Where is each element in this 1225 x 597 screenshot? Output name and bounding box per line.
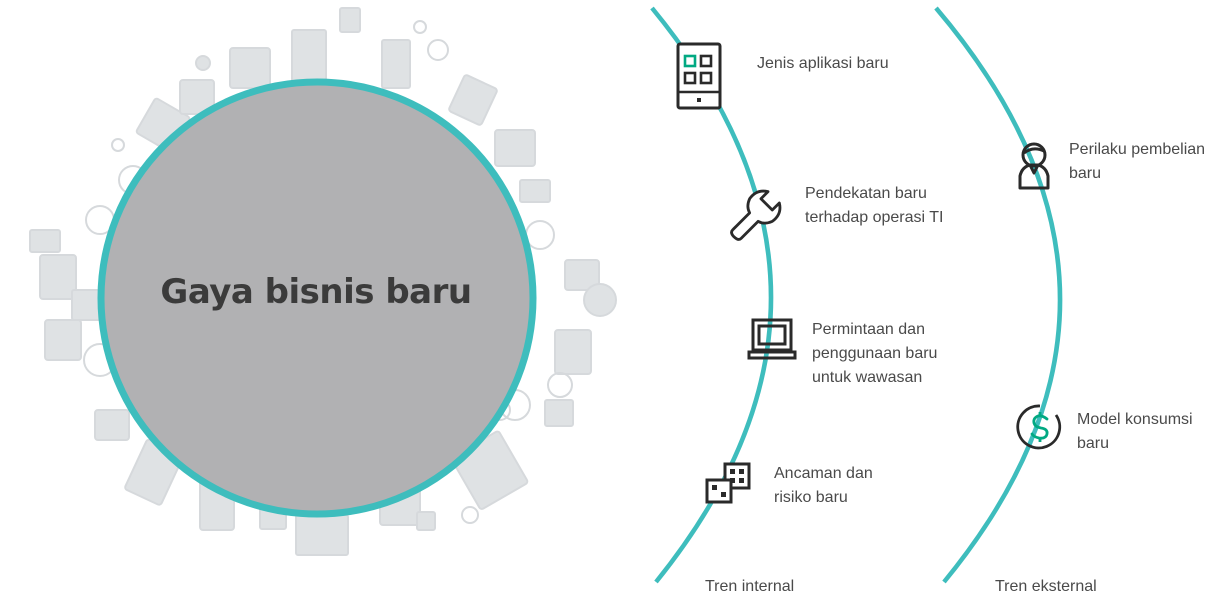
label-line: baru xyxy=(1077,435,1110,452)
label-line: baru xyxy=(1069,165,1102,182)
laptop-icon xyxy=(747,318,797,360)
label-new-it-ops-approach: Pendekatan baru terhadap operasi TI xyxy=(805,182,943,230)
label-line: terhadap operasi TI xyxy=(805,209,944,226)
wrench-icon xyxy=(730,189,782,241)
label-new-app-types: Jenis aplikasi baru xyxy=(757,52,889,76)
label-new-threats-risks: Ancaman dan risiko baru xyxy=(774,462,873,510)
internal-trends-title: Tren internal xyxy=(705,578,795,595)
label-new-buying-behavior: Perilaku pembelian baru xyxy=(1069,138,1205,186)
label-line: Ancaman dan xyxy=(774,465,873,482)
label-line: Pendekatan baru xyxy=(805,185,927,202)
external-trends-title: Tren eksternal xyxy=(995,578,1097,595)
center-title: Gaya bisnis baru xyxy=(160,272,472,312)
label-new-insight-demand: Permintaan dan penggunaan baru untuk waw… xyxy=(812,318,937,390)
app-grid-icon xyxy=(676,42,722,110)
label-line: penggunaan baru xyxy=(812,345,938,362)
dollar-circle-icon xyxy=(1016,404,1062,450)
external-arc xyxy=(934,6,1063,584)
label-line: risiko baru xyxy=(774,489,848,506)
label-new-consumption-model: Model konsumsi baru xyxy=(1077,408,1193,456)
label-line: Permintaan dan xyxy=(812,321,925,338)
label-line: Model konsumsi xyxy=(1077,411,1193,428)
label-line: Perilaku pembelian xyxy=(1069,141,1206,158)
risk-blocks-icon xyxy=(705,462,751,504)
label-line: untuk wawasan xyxy=(812,369,923,386)
label-line: Jenis aplikasi baru xyxy=(757,55,889,72)
person-icon xyxy=(1018,142,1050,190)
center-circle xyxy=(97,78,537,518)
